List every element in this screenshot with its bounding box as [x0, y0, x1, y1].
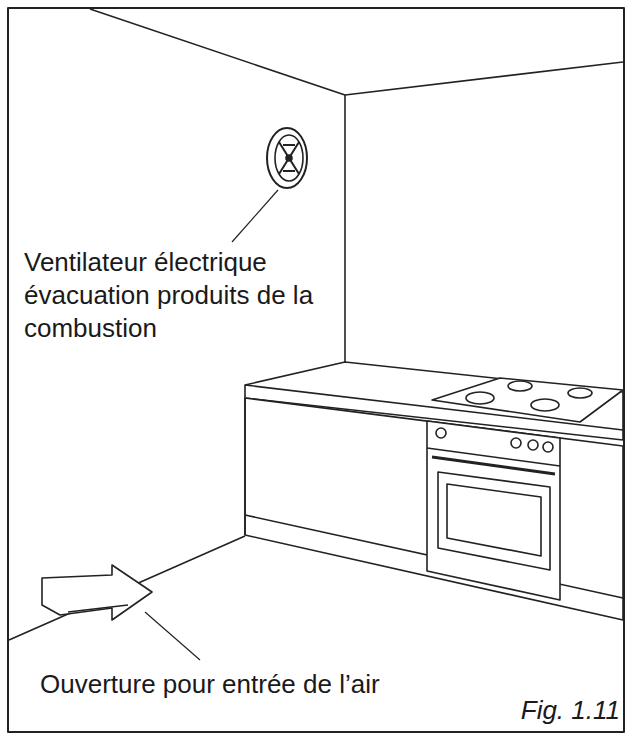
fan-label: Ventilateur électrique évacuation produi…: [24, 246, 369, 345]
cabinet-edge: [244, 398, 246, 535]
air-inlet-label: Ouverture pour entrée de l’air: [40, 668, 600, 701]
burner: [531, 399, 559, 411]
oven-handle: [432, 457, 555, 474]
air-inlet-arrow-edge: [68, 605, 128, 612]
floor-line: [9, 536, 245, 640]
knob: [511, 438, 521, 448]
oven-window: [447, 484, 541, 556]
knob: [543, 442, 553, 452]
air-inlet-arrow: [42, 565, 152, 620]
burner: [466, 392, 494, 404]
oven-panel: [427, 448, 560, 466]
wall-corner: [344, 95, 346, 362]
burner: [568, 388, 592, 398]
leader-line: [145, 612, 200, 660]
oven-door: [438, 472, 550, 570]
knob: [528, 440, 538, 450]
burner: [508, 381, 532, 391]
ceiling-line: [90, 9, 345, 95]
frame: [8, 8, 624, 732]
leader-line: [232, 190, 278, 242]
cabinet: [245, 398, 623, 620]
ceiling-line: [345, 62, 623, 95]
knob: [436, 428, 446, 438]
electric-fan: [267, 128, 307, 188]
hob: [432, 378, 623, 422]
figure-number: Fig. 1.11: [521, 694, 620, 727]
oven: [427, 421, 560, 600]
